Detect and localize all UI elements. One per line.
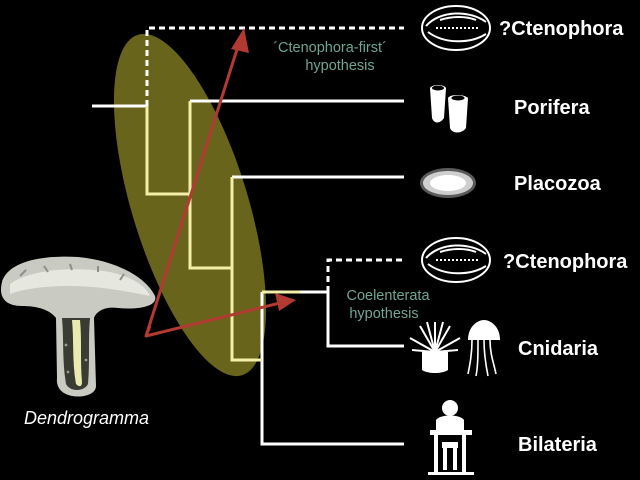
arrowhead-ctenophora-first [231, 28, 249, 53]
comb-jelly-icon [421, 5, 491, 51]
taxon-label-cnidaria: Cnidaria [518, 338, 599, 360]
taxon-label-bilateria: Bilateria [518, 434, 598, 456]
tree-highlighted-branches [145, 101, 300, 362]
dashed-ctenophora-branches [145, 26, 404, 292]
comb-jelly-icon-lower [421, 237, 491, 283]
person-at-desk-icon [428, 400, 474, 475]
specimen-caption: Dendrogramma [24, 408, 149, 428]
taxon-label-porifera: Porifera [514, 97, 590, 119]
placozoan-icon [420, 168, 476, 198]
arrowhead-coelenterata [275, 293, 296, 311]
hypothesis-arrows [144, 39, 293, 338]
taxon-label-ctenophora-lower: ?Ctenophora [503, 251, 628, 273]
dendrogramma-specimen [0, 256, 156, 397]
ctenophora-first-label-line1: ´Ctenophora-first´ [273, 40, 387, 56]
tree-branches [92, 99, 404, 446]
coelenterata-label-line1: Coelenterata [346, 288, 430, 304]
anemone-and-jellyfish-icon [409, 320, 500, 377]
sponge-icon [430, 85, 468, 133]
coelenterata-label-line2: hypothesis [349, 306, 418, 322]
taxon-label-placozoa: Placozoa [514, 173, 602, 195]
ctenophora-first-label-line2: hypothesis [305, 58, 374, 74]
taxon-label-ctenophora-top: ?Ctenophora [499, 18, 624, 40]
